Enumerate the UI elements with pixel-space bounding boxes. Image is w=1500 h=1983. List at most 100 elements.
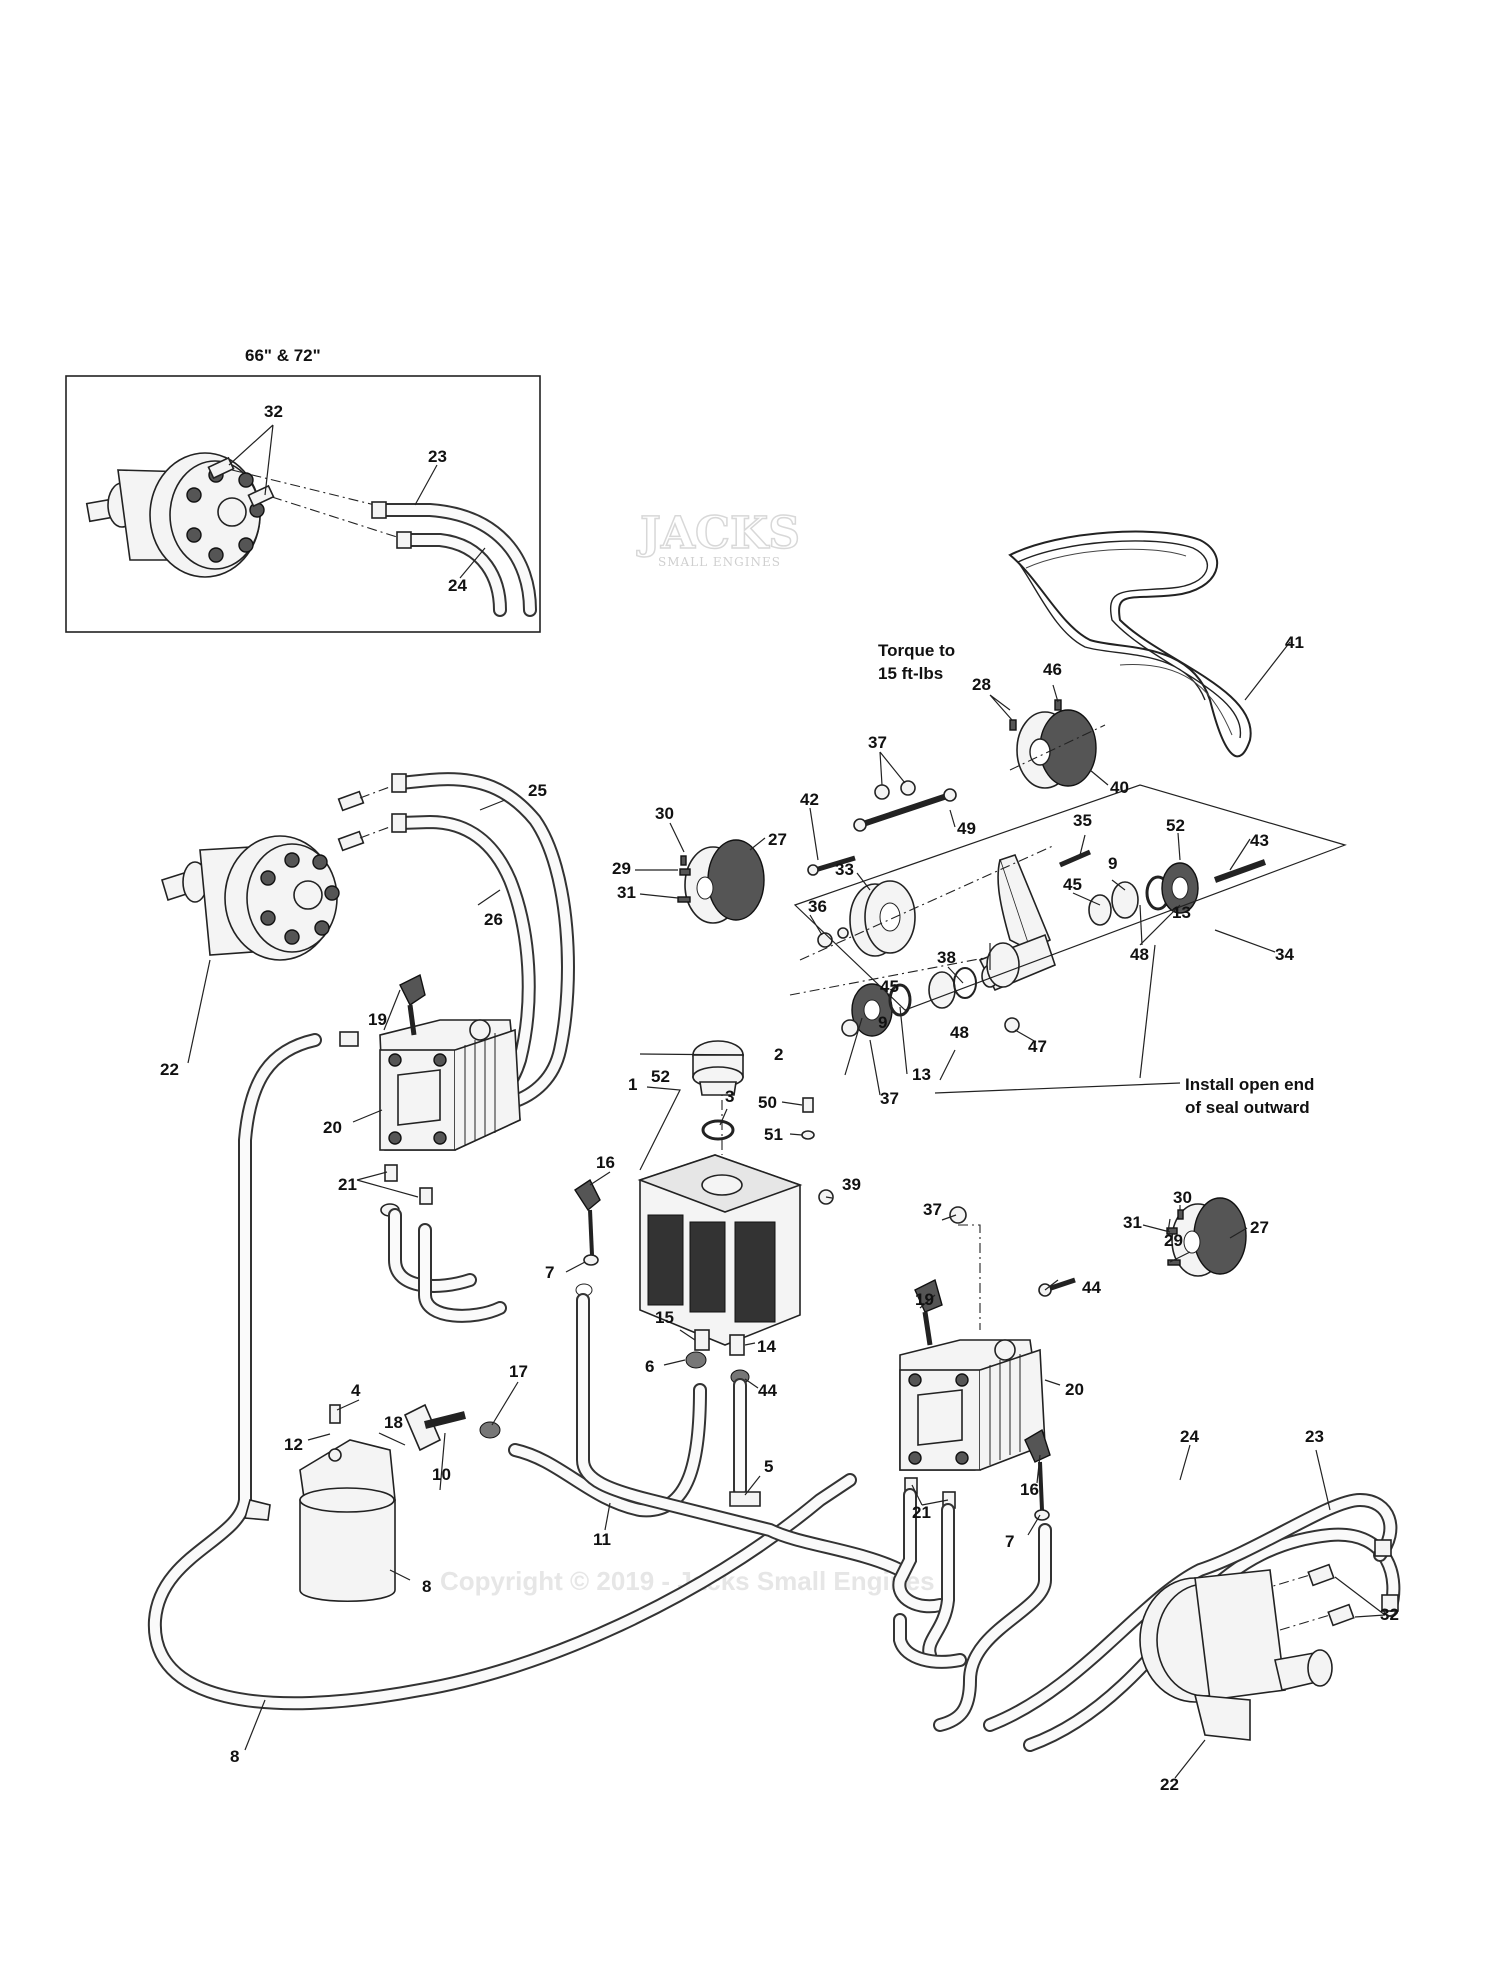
callout-48-left: 48 [950, 1023, 969, 1042]
hoses-23-24-right [933, 1492, 1401, 1752]
callout-4: 18 [384, 1413, 403, 1432]
inset-hoses [371, 501, 537, 617]
callout-37-right: 37 [923, 1200, 942, 1219]
callout-28: 28 [972, 675, 991, 694]
callout-51: 51 [764, 1125, 783, 1144]
callout-27-right: 27 [1250, 1218, 1269, 1237]
callout-7-left: 7 [545, 1263, 554, 1282]
svg-text:15 ft-lbs: 15 ft-lbs [878, 664, 943, 683]
callout-13-left: 13 [912, 1065, 931, 1084]
inset-frame [65, 375, 541, 633]
callout-18: 12 [284, 1435, 303, 1454]
callout-22-right: 22 [1160, 1775, 1179, 1794]
callout-19-left: 19 [368, 1010, 387, 1029]
callout-34: 34 [1275, 945, 1294, 964]
inset-fittings [207, 456, 275, 508]
svg-text:Torque to: Torque to [878, 641, 955, 660]
callout-26: 26 [484, 910, 503, 929]
filler-cap-2 [692, 1040, 744, 1096]
callout-33: 33 [835, 860, 854, 879]
callout-9-left-b: 9 [878, 1013, 887, 1032]
callout-37-top: 37 [868, 733, 887, 752]
callout-14: 14 [757, 1337, 776, 1356]
nut-37-right [949, 1206, 967, 1224]
callout-32-inset: 32 [264, 402, 283, 421]
fittings-21-left [380, 1164, 433, 1217]
callout-52-left: 52 [651, 1067, 670, 1086]
callout-9-right: 9 [1108, 854, 1117, 873]
callout-27-top: 27 [768, 830, 787, 849]
fittings-32-left [337, 784, 396, 852]
hose-8 [147, 1031, 857, 1711]
tee-fitting [243, 1499, 271, 1521]
bearing-stack-right [1059, 849, 1267, 926]
callout-7-center: 44 [758, 1381, 777, 1400]
callout-41: 41 [1285, 633, 1304, 652]
pulley-27-top [684, 839, 765, 924]
callout-20-right: 20 [1065, 1380, 1084, 1399]
idler-pulley-33 [817, 880, 916, 957]
callout-16-right: 16 [1020, 1480, 1039, 1499]
callout-19-right: 19 [915, 1290, 934, 1309]
hydraulic-pump-20-right [899, 1339, 1046, 1471]
o-ring-3 [701, 1119, 735, 1141]
assembly-34-outline [793, 784, 1347, 1011]
callout-3: 3 [725, 1087, 734, 1106]
callout-35: 35 [1073, 811, 1092, 830]
hose-10 [508, 1383, 707, 1518]
nut-37-top [874, 780, 916, 800]
callout-31-right: 31 [1123, 1213, 1142, 1232]
callout-40: 40 [1110, 778, 1129, 797]
bearing-stack-left [841, 942, 1020, 1037]
bolt-44 [1038, 1277, 1076, 1297]
callout-45-right: 45 [1063, 875, 1082, 894]
hydraulic-pump-20-left [379, 1019, 521, 1151]
callout-23-inset: 23 [428, 447, 447, 466]
reservoir-tank-1 [637, 1080, 803, 1346]
wheel-motor-22-right [1139, 1569, 1333, 1741]
callout-13-right: 13 [1172, 903, 1191, 922]
callout-38: 38 [937, 948, 956, 967]
bolt-42 [807, 855, 856, 876]
inset-66-72: 66" & 72" [65, 346, 541, 633]
hose-11 [576, 1293, 907, 1577]
callout-45-left: 45 [880, 977, 899, 996]
hose-loops-left-pump [388, 1208, 507, 1323]
callout-22-left: 22 [160, 1060, 179, 1079]
callout-8: 8 [230, 1747, 239, 1766]
bolt-50-washer-51 [801, 1097, 815, 1140]
callout-30-right: 30 [1173, 1188, 1192, 1207]
callout-21-left: 21 [338, 1175, 357, 1194]
callout-20-left: 20 [323, 1118, 342, 1137]
watermark-logo: JACKS SMALL ENGINES [635, 507, 801, 569]
callout-7-right: 7 [1005, 1532, 1014, 1551]
clamps-6-7 [575, 1283, 750, 1385]
callout-29-top: 29 [612, 859, 631, 878]
callout-49: 49 [957, 819, 976, 838]
callout-23-right: 23 [1305, 1427, 1324, 1446]
callout-43: 43 [1250, 831, 1269, 850]
upper-pulley-40 [1009, 699, 1106, 789]
callout-32-right: 32 [1380, 1605, 1399, 1624]
callout-31-top: 31 [617, 883, 636, 902]
callout-24-inset: 24 [448, 576, 467, 595]
callout-17: 4 [351, 1381, 361, 1400]
callout-2: 2 [774, 1045, 783, 1064]
callout-24-right: 24 [1180, 1427, 1199, 1446]
drive-belt [1008, 530, 1252, 758]
callout-39: 39 [842, 1175, 861, 1194]
elbow-19-left [399, 973, 426, 1036]
elbow-16-left [574, 1178, 601, 1266]
callout-50: 50 [758, 1093, 777, 1112]
wheel-motor-22-left [161, 835, 340, 961]
callout-15: 15 [655, 1308, 674, 1327]
callout-47: 47 [1028, 1037, 1047, 1056]
callout-37-seal: 37 [880, 1089, 899, 1108]
torque-note: Torque to 15 ft-lbs [878, 641, 955, 683]
callout-48-right: 48 [1130, 945, 1149, 964]
callout-12: 10 [432, 1465, 451, 1484]
callout-10: 11 [593, 1530, 611, 1549]
svg-text:SMALL ENGINES: SMALL ENGINES [658, 555, 781, 569]
callout-1: 1 [628, 1075, 637, 1094]
